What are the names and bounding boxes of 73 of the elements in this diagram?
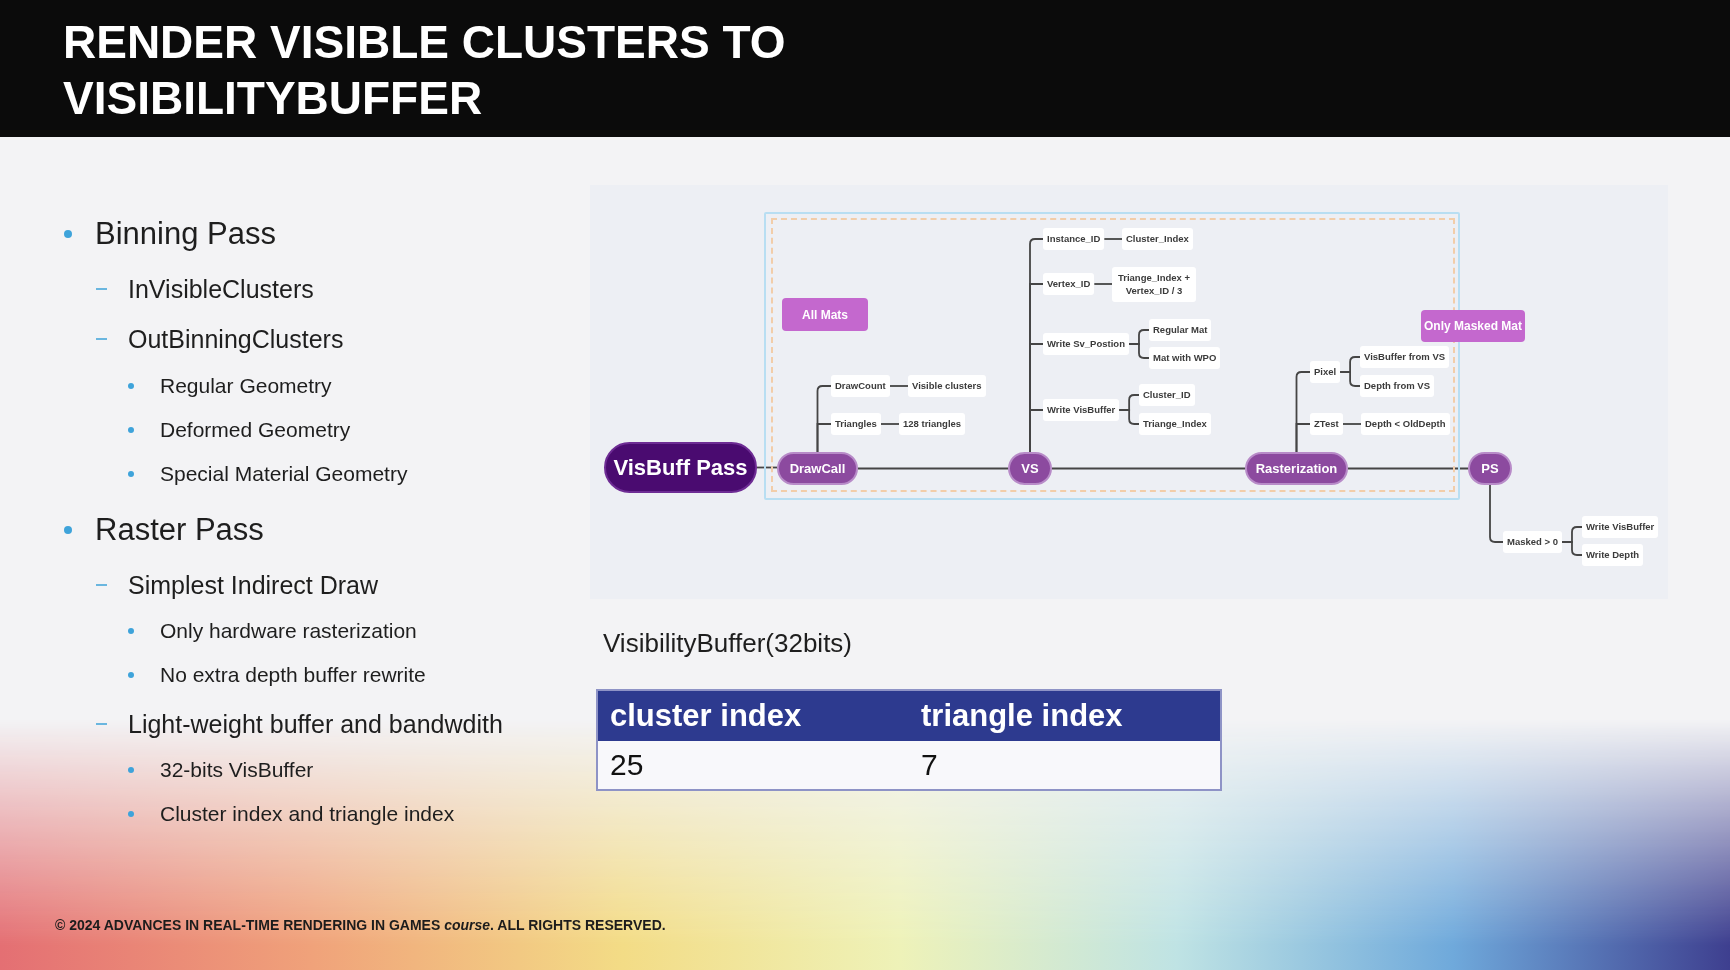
node-text: DrawCall xyxy=(789,459,846,478)
connector-line xyxy=(1093,283,1113,285)
connector-line xyxy=(1561,541,1583,556)
connector-line xyxy=(1118,409,1140,425)
node-text: Only Masked Mat xyxy=(1424,318,1522,335)
node-text: Instance_ID xyxy=(1047,231,1101,246)
node-text: Rasterization xyxy=(1255,459,1338,478)
bullet-text: No extra depth buffer rewrite xyxy=(160,662,426,688)
step-pill xyxy=(1245,452,1348,485)
node-text: Visible clusters xyxy=(912,378,982,393)
bullet-text: InVisibleClusters xyxy=(128,274,314,305)
bullet-text: Light-weight buffer and bandwdith xyxy=(128,709,503,740)
bullet-text: Binning Pass xyxy=(95,215,276,253)
node-text: Pixel xyxy=(1314,364,1337,379)
node-text: VisBuffer from VS xyxy=(1364,349,1446,364)
connector-line xyxy=(816,423,832,453)
bullet-text: 32-bits VisBuffer xyxy=(160,757,314,783)
bullet-text: Regular Geometry xyxy=(160,373,332,399)
node-text: Depth from VS xyxy=(1364,378,1430,393)
column-header: triangle index xyxy=(921,698,1123,733)
connector-line xyxy=(1103,238,1123,240)
start-pill xyxy=(604,442,757,493)
connector-line xyxy=(1051,467,1246,470)
node-text: Write Sv_Postion xyxy=(1047,336,1125,351)
node-text: Triange_Index + Vertex_ID / 3 xyxy=(1116,271,1192,297)
step-pill xyxy=(1468,452,1512,485)
connector-line xyxy=(1029,409,1044,453)
table-value: 25 xyxy=(610,748,644,781)
node-text: Cluster_ID xyxy=(1143,387,1191,402)
connector-line xyxy=(857,467,1009,470)
bullet-text: Only hardware rasterization xyxy=(160,618,417,644)
connector-line xyxy=(888,385,909,387)
bullet-text: Raster Pass xyxy=(95,511,264,549)
connector-line xyxy=(1347,467,1469,470)
node-text: Write Depth xyxy=(1586,547,1640,562)
bullet-text: Simplest Indirect Draw xyxy=(128,570,379,601)
step-pill xyxy=(1008,452,1052,485)
column-header: cluster index xyxy=(610,698,802,733)
connector-line xyxy=(756,466,778,469)
tag-box xyxy=(782,298,868,331)
node-text: Triangles xyxy=(835,416,877,431)
node-text: Cluster_Index xyxy=(1126,231,1189,246)
connector-line xyxy=(1489,484,1504,543)
node-text: Mat with WPO xyxy=(1153,350,1217,365)
node-text: ZTest xyxy=(1314,416,1339,431)
tag-box xyxy=(1421,310,1525,342)
bullet-text: OutBinningClusters xyxy=(128,324,344,355)
connector-line xyxy=(1128,343,1150,359)
copyright-footer: © 2024 ADVANCES IN REAL-TIME RENDERING IN GAMES course. ALL RIGHTS RESERVED. xyxy=(55,915,666,935)
step-pill xyxy=(777,452,858,485)
connector-line xyxy=(1339,371,1361,387)
bullet-text: Special Material Geometry xyxy=(160,461,408,487)
node-text: Write VisBuffer xyxy=(1047,402,1116,417)
table-value: 7 xyxy=(921,748,938,781)
buffer-heading: VisibilityBuffer(32bits) xyxy=(603,627,853,659)
node-text: Vertex_ID xyxy=(1047,276,1091,291)
node-text: VS xyxy=(1021,459,1039,478)
node-text: Write VisBuffer xyxy=(1586,519,1655,534)
node-text: Triange_Index xyxy=(1143,416,1207,431)
node-text: PS xyxy=(1481,459,1499,478)
bullet-text: Cluster index and triangle index xyxy=(160,801,455,827)
bullet-text: Deformed Geometry xyxy=(160,417,351,443)
node-text: All Mats xyxy=(802,306,848,324)
node-text: Depth < OldDepth xyxy=(1365,416,1446,431)
node-text: Regular Mat xyxy=(1153,322,1208,337)
node-text: VisBuff Pass xyxy=(613,454,748,482)
connector-line xyxy=(879,423,900,425)
node-text: 128 triangles xyxy=(903,416,962,431)
connector-line xyxy=(1341,423,1362,425)
node-text: Masked > 0 xyxy=(1507,534,1558,549)
slide-title: RENDER VISIBLE CLUSTERS TO VISIBILITYBUFFER xyxy=(63,15,787,126)
connector-line xyxy=(1295,423,1311,453)
node-text: DrawCount xyxy=(835,378,886,393)
